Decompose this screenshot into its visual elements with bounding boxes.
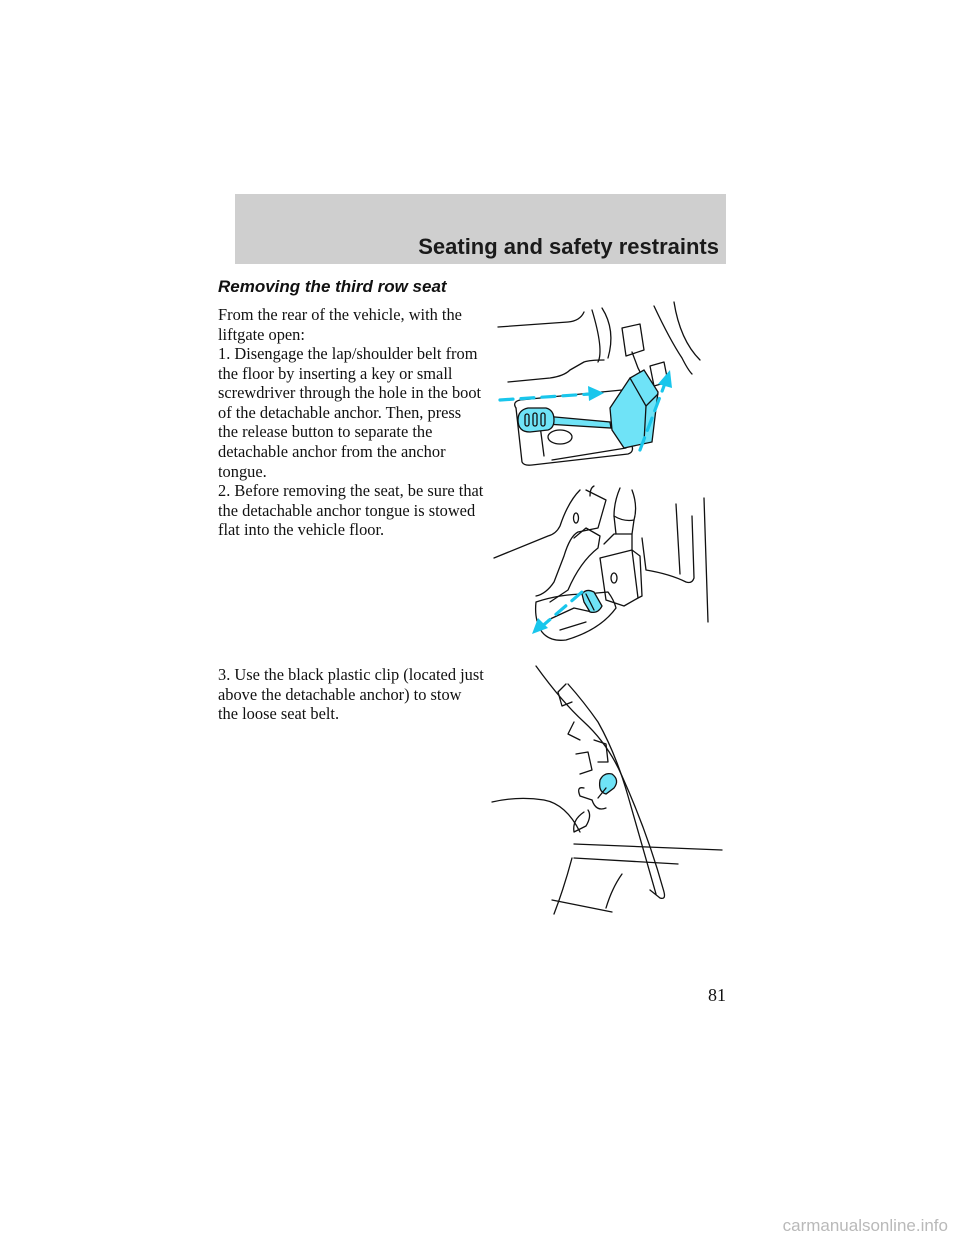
- step-3-paragraph: 3. Use the black plastic clip (located j…: [218, 665, 484, 724]
- watermark: carmanualsonline.info: [782, 1216, 948, 1235]
- figure-anchor-tongue-stowed: [490, 482, 712, 662]
- subheading: Removing the third row seat: [218, 277, 447, 296]
- step-1-paragraph: 1. Disengage the lap/shoulder belt from …: [218, 344, 482, 481]
- figure-anchor-key-release: [494, 290, 706, 470]
- section-title: Seating and safety restraints: [418, 234, 719, 259]
- header-band: Seating and safety restraints: [235, 194, 726, 264]
- step-2-paragraph: 2. Before removing the seat, be sure tha…: [218, 481, 484, 540]
- figure-belt-clip: [488, 662, 724, 918]
- intro-paragraph: From the rear of the vehicle, with the l…: [218, 305, 462, 344]
- page-number: 81: [708, 985, 726, 1005]
